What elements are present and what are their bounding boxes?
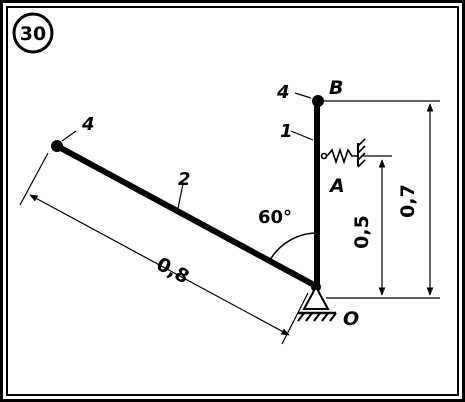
inner-border: [6, 6, 459, 396]
angle-label: 60°: [258, 207, 292, 228]
angle-arc: [269, 232, 318, 261]
point-o-label: O: [343, 308, 359, 330]
height-spring-label: 0,5: [351, 215, 373, 249]
bar-vertical-label: 1: [280, 121, 293, 142]
point-b-label: B: [329, 77, 343, 99]
point-mass-left: [51, 140, 63, 152]
bar-incline-label: 2: [178, 169, 191, 190]
height-total-label: 0,7: [397, 184, 419, 218]
point-mass-top: [312, 95, 324, 107]
problem-number-badge: 30: [12, 12, 54, 54]
length-incline-label: 0,8: [153, 253, 193, 288]
dimension-spring-height: [362, 155, 392, 296]
mass-left-label: 4: [81, 114, 95, 135]
point-a-label: A: [328, 175, 345, 197]
problem-number: 30: [20, 23, 46, 45]
dimension-incline: [19, 152, 309, 345]
spring: [320, 138, 366, 168]
pivot-support: [297, 284, 337, 322]
mass-top-label: 4: [276, 82, 290, 103]
label-leaders: [61, 92, 314, 209]
dimension-total-height: [324, 100, 440, 299]
